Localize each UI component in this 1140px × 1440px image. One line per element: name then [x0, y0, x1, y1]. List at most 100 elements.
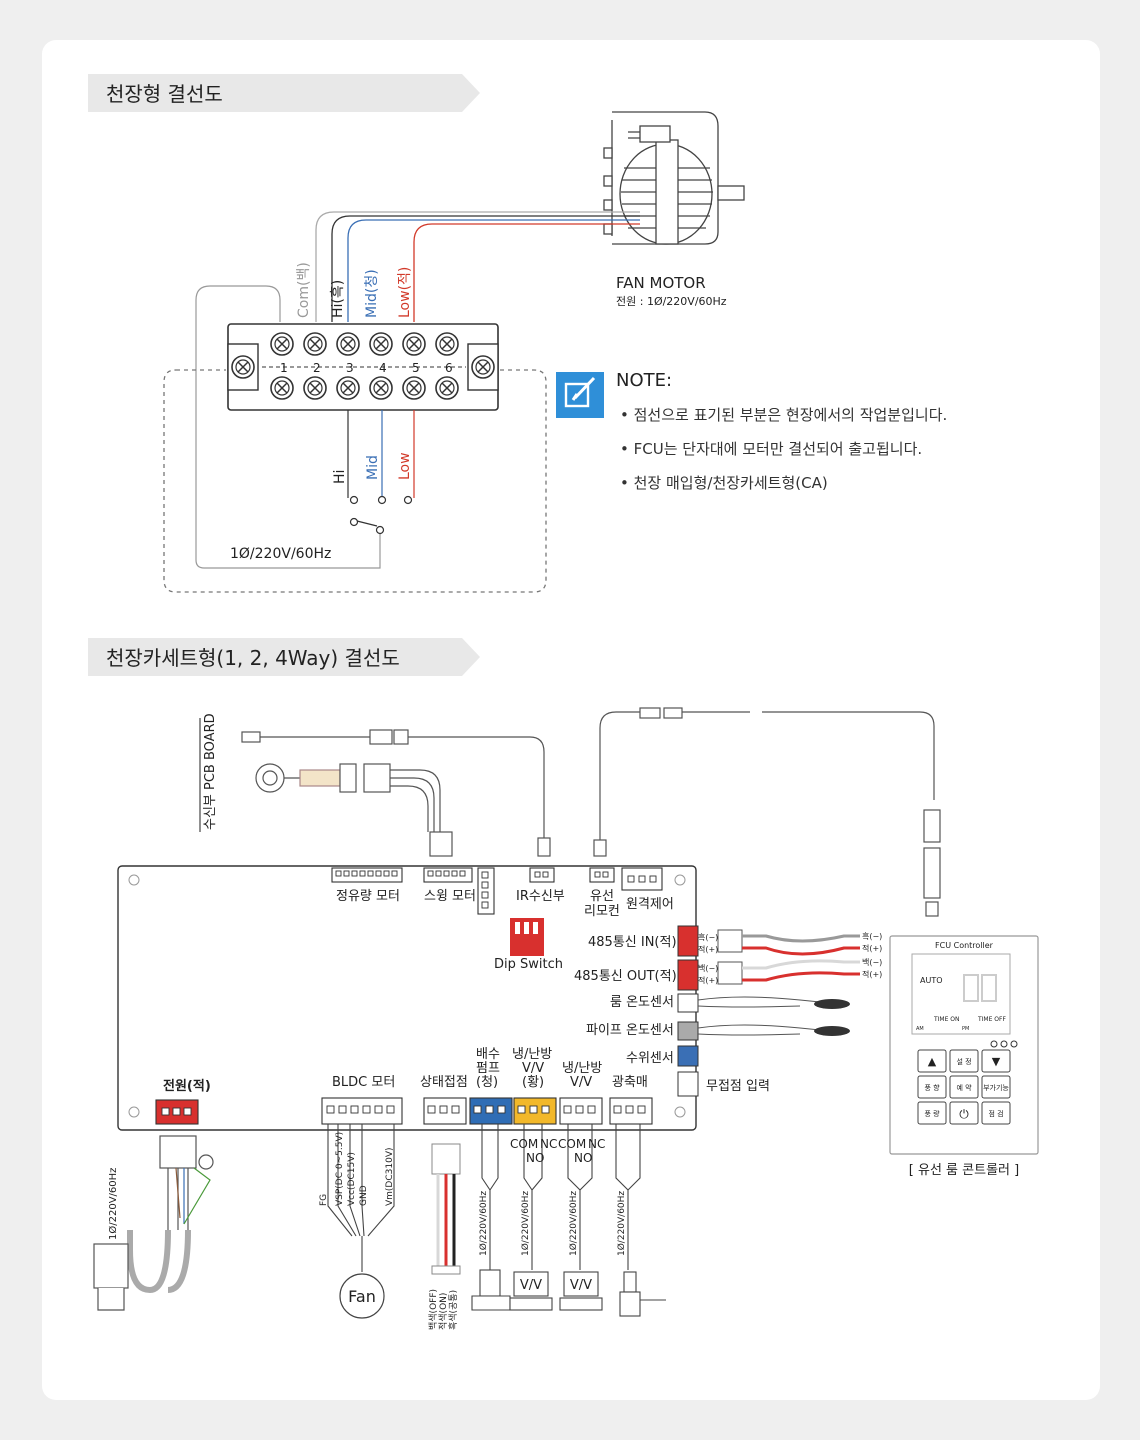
valve2-nc: NC [588, 1137, 605, 1151]
controller-wind-button[interactable] [917, 1075, 947, 1099]
terminal-block [227, 323, 499, 411]
controller-check-button[interactable] [981, 1101, 1011, 1125]
controller-extra-button[interactable] [981, 1075, 1011, 1099]
connector-pin [351, 870, 358, 877]
connector-pin [594, 871, 601, 878]
connector-pin [443, 870, 450, 877]
connector-pin [542, 871, 549, 878]
temperature-sensors [697, 996, 850, 1036]
label-swing-motor: 스윙 모터 [424, 888, 476, 904]
svg-text:예 약: 예 약 [956, 1083, 972, 1092]
status-wire-on: 적색(ON) [437, 1293, 449, 1330]
terminal-screw [336, 332, 360, 356]
connector-pin [563, 1105, 572, 1114]
svg-text:점 검: 점 검 [988, 1110, 1003, 1118]
label-contact-input: 무접점 입력 [706, 1079, 770, 1094]
plug-ac-label: 1Ø/220V/60Hz [107, 1168, 119, 1240]
connector-pin [359, 870, 366, 877]
svg-text:풍 향: 풍 향 [924, 1083, 940, 1092]
wire-label-mid: Mid(청) [364, 269, 380, 318]
wire-code-in-red: 적(+) [698, 944, 718, 954]
ctrl-code-black: 흑(−) [862, 931, 882, 941]
rs485-cables [742, 934, 860, 982]
svg-text:▲: ▲ [928, 1055, 937, 1068]
valve2-no: NO [574, 1151, 592, 1165]
controller-power-button[interactable] [949, 1101, 979, 1125]
controller-down-button[interactable] [981, 1049, 1011, 1073]
connector-pin [637, 1105, 646, 1114]
switch-label-hi: Hi [332, 470, 348, 484]
connector-pin [439, 1105, 448, 1114]
wire-label-com: Com(백) [296, 262, 312, 318]
valve2-ac-label: 1Ø/220V/60Hz [568, 1191, 579, 1256]
terminal-number: 3 [346, 361, 354, 375]
connector-pin [326, 1105, 335, 1114]
controller-set-button[interactable] [949, 1049, 979, 1073]
wire-code-out-red: 적(+) [698, 975, 718, 985]
label-485-in: 485통신 IN(적) [588, 935, 677, 950]
label-drain-1: 배수 [476, 1047, 500, 1062]
note-item-1: • 점선으로 표기된 부분은 현장에서의 작업분입니다. [620, 406, 947, 424]
label-valve1-1: 냉/난방 [512, 1047, 552, 1062]
connector-pin [451, 1105, 460, 1114]
switch-label-mid: Mid [365, 455, 381, 480]
connector-pin [391, 870, 398, 877]
controller-up-button[interactable] [917, 1049, 947, 1073]
connector-pin [183, 1107, 192, 1116]
wire-label-hi: Hi(흑) [329, 280, 346, 318]
section2-title: 천장카세트형(1, 2, 4Way) 결선도 [88, 638, 480, 676]
terminal-screw [369, 332, 393, 356]
bldc-pin-vcc: Vcc(DC15V) [347, 1152, 357, 1206]
valve1-ac-label: 1Ø/220V/60Hz [520, 1191, 531, 1256]
controller-buttons[interactable] [917, 1049, 1011, 1125]
motor-title: FAN MOTOR [616, 274, 706, 292]
dip-switch[interactable] [510, 918, 544, 956]
controller-reserve-button[interactable] [949, 1075, 979, 1099]
status-wire-common: 흑색(공통) [447, 1290, 459, 1330]
svg-text:⏻: ⏻ [959, 1107, 969, 1121]
drain-ac-label: 1Ø/220V/60Hz [478, 1191, 489, 1256]
connector-pin [481, 891, 489, 899]
terminal-number: 5 [412, 361, 420, 375]
connector-pin [627, 875, 635, 883]
motor-leads [315, 211, 640, 322]
svg-text:풍 량: 풍 량 [924, 1110, 940, 1118]
bldc-pin-fg: FG [319, 1194, 329, 1206]
remote-wiring [593, 707, 941, 917]
terminal-number: 6 [445, 361, 453, 375]
label-valve1-3: (황) [522, 1075, 544, 1090]
connector-pin [362, 1105, 371, 1114]
terminal-screw [435, 376, 459, 400]
connector-pin [649, 875, 657, 883]
terminal-screw [270, 376, 294, 400]
controller-vol-button[interactable] [917, 1101, 947, 1125]
output-devices [471, 1269, 666, 1317]
controller-pm: PM [962, 1026, 969, 1032]
connector-pin [383, 870, 390, 877]
terminal-screw [336, 376, 360, 400]
connector-pin [375, 870, 382, 877]
receiver-wiring [241, 729, 551, 857]
connector-pin [638, 875, 646, 883]
connector-pin [587, 1105, 596, 1114]
connector-pin [451, 870, 458, 877]
section1-title: 천장형 결선도 [88, 74, 480, 112]
label-valve2-1: 냉/난방 [562, 1061, 602, 1076]
note-title: NOTE: [616, 370, 672, 391]
power-plug [93, 1135, 214, 1311]
svg-text:설 정: 설 정 [956, 1057, 971, 1066]
switch-wires [347, 410, 415, 498]
controller-name: FCU Controller [935, 941, 994, 950]
connector-pin [485, 1105, 494, 1114]
fan-icon [339, 1273, 385, 1319]
connector-pin [613, 1105, 622, 1114]
page-card [42, 40, 1100, 1400]
connector-pin [350, 1105, 359, 1114]
valve1-no: NO [526, 1151, 544, 1165]
terminal-number: 4 [379, 361, 387, 375]
terminal-screw [270, 332, 294, 356]
terminal-screw [435, 332, 459, 356]
label-bldc: BLDC 모터 [332, 1075, 395, 1090]
ac-output-wires [481, 1124, 641, 1270]
label-remote-control: 원격제어 [626, 897, 674, 912]
